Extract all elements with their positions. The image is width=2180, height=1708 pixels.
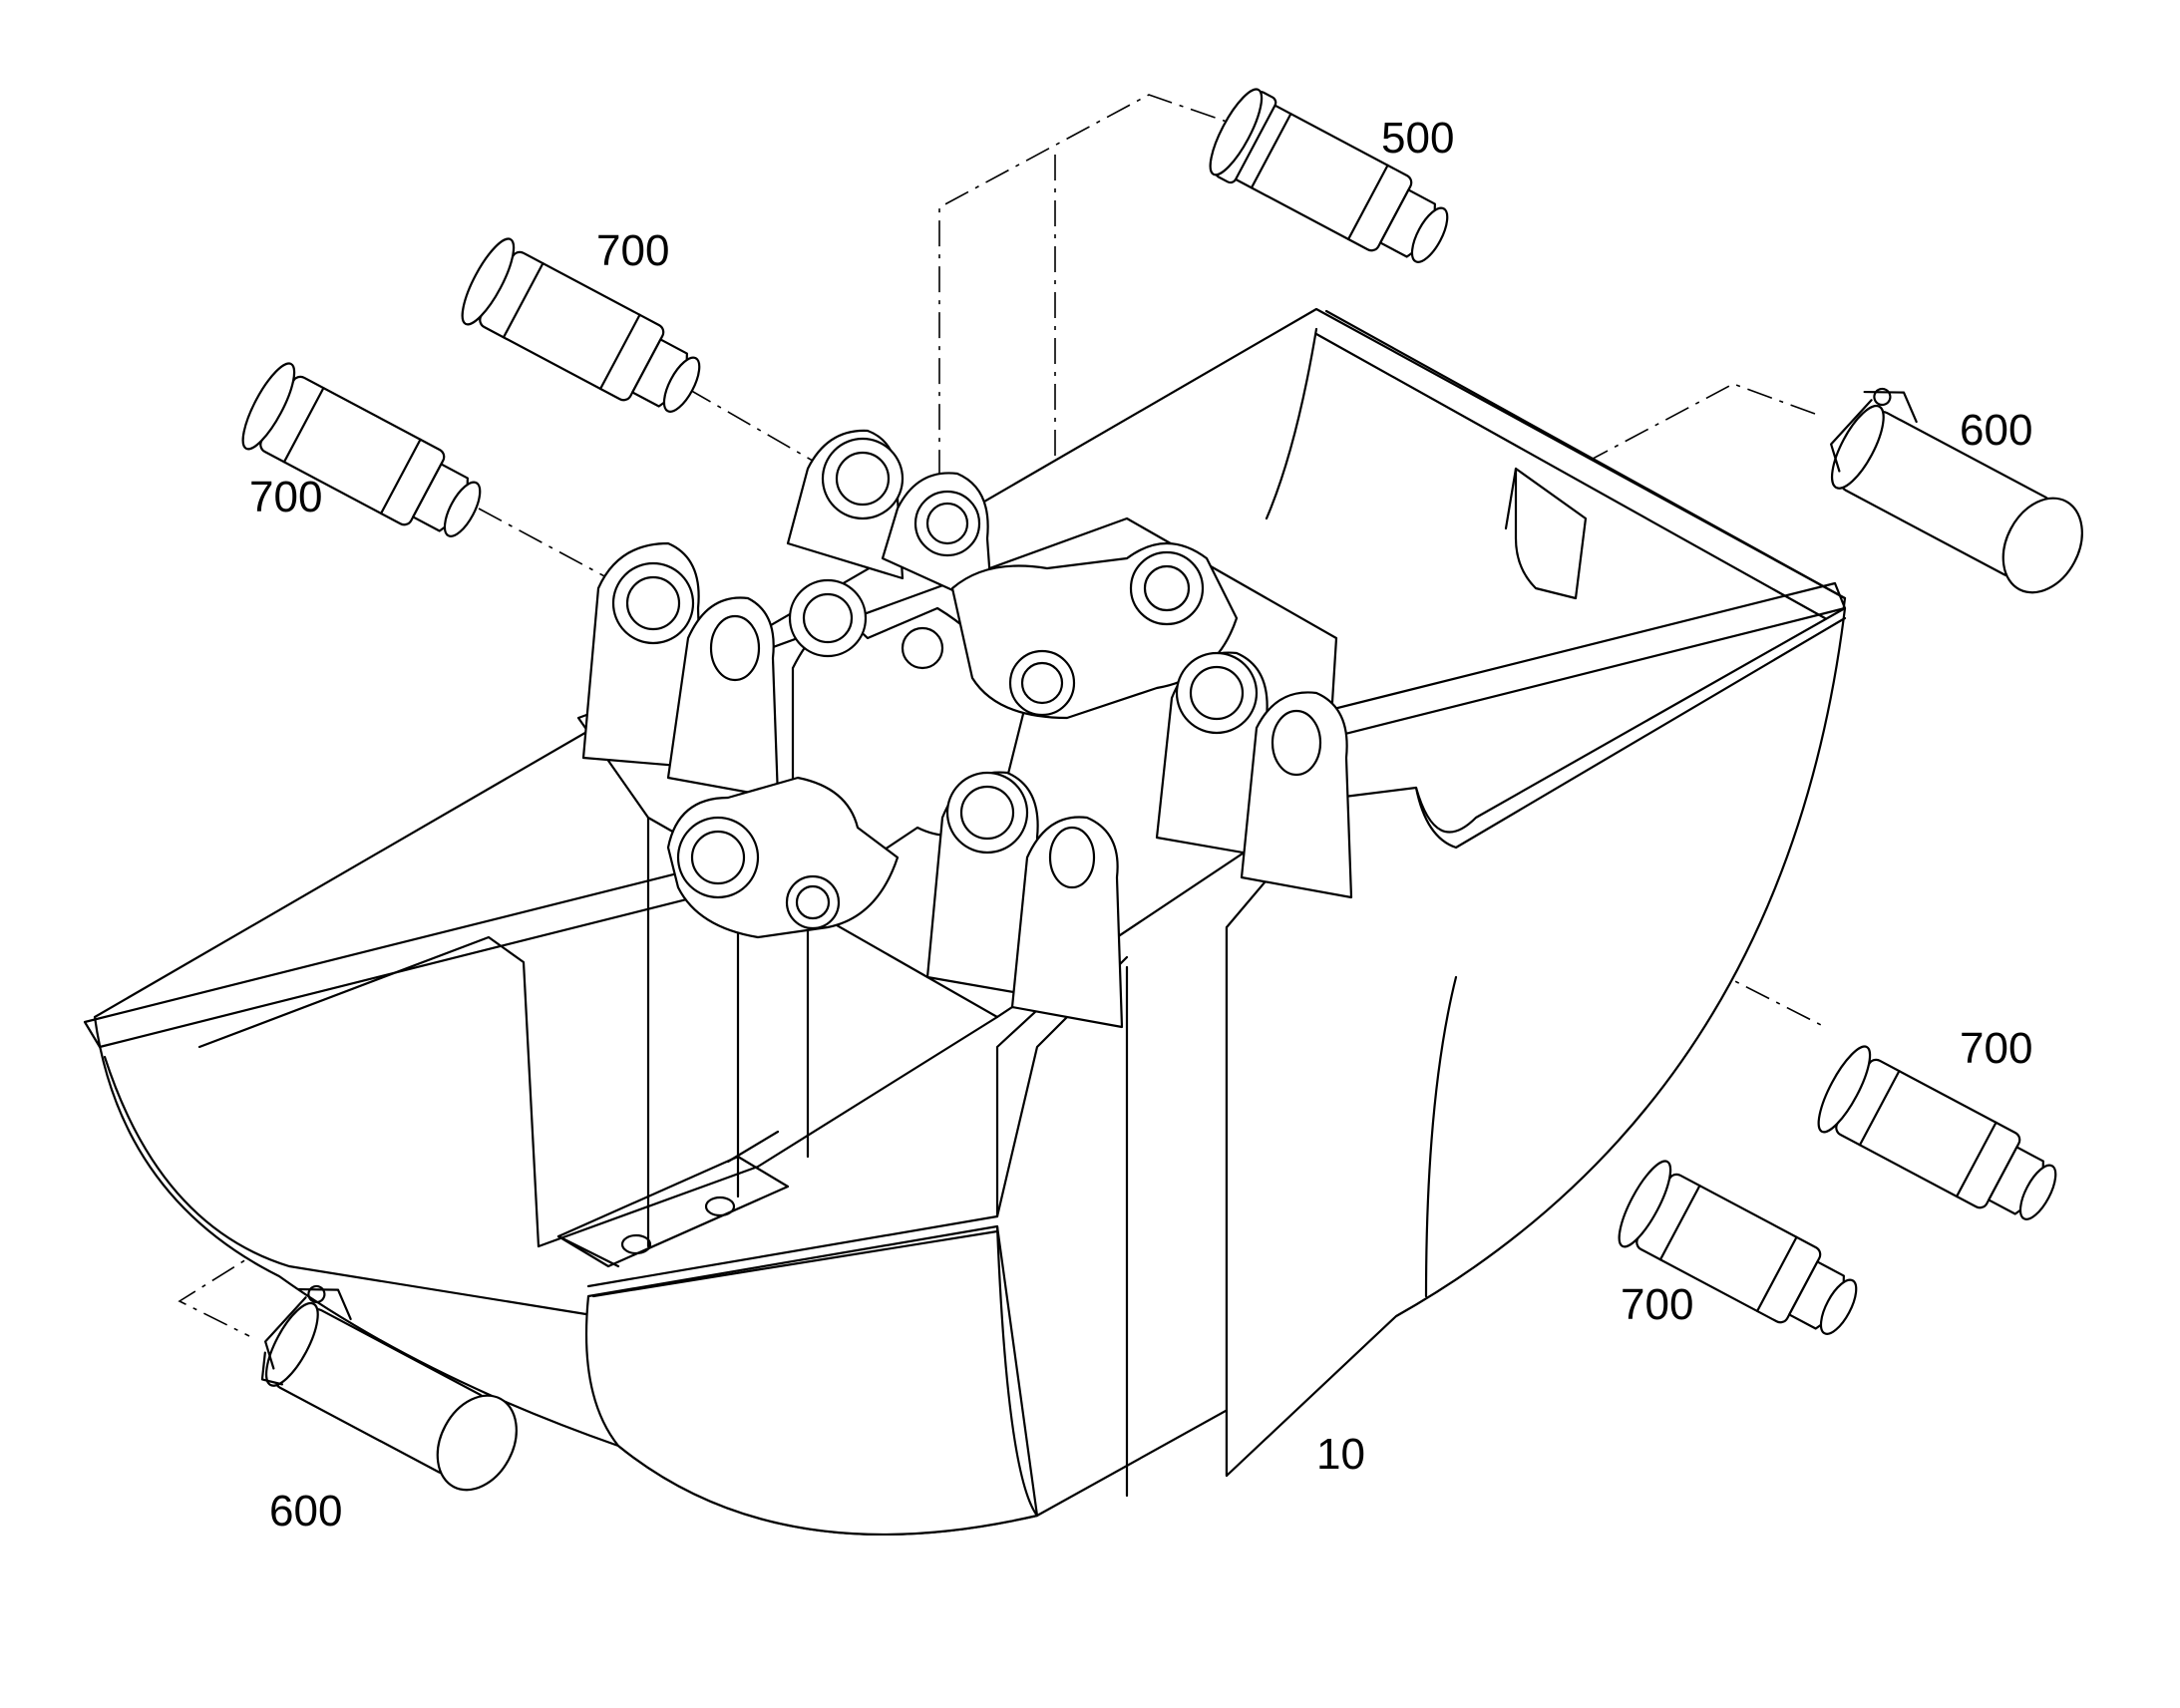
- pin-500: [1209, 88, 1449, 263]
- centerline-top: [938, 94, 1260, 678]
- label-700-right-upper: 700: [1960, 1024, 2032, 1073]
- pin-700-left-lower: [241, 362, 482, 537]
- label-500: 500: [1381, 114, 1454, 163]
- label-600-left-bottom: 600: [269, 1487, 342, 1536]
- label-700-left-upper: 700: [596, 226, 669, 275]
- label-10: 10: [1316, 1430, 1365, 1479]
- label-600-right-top: 600: [1960, 406, 2032, 455]
- reference-labels: 500 700 700 600 700 700 600 10: [249, 114, 2032, 1536]
- mounting-brackets: [576, 429, 1353, 1248]
- pin-600-right-top: [1830, 387, 2083, 594]
- pin-700-right-upper: [1817, 1045, 2057, 1220]
- label-700-left-lower: 700: [249, 473, 322, 521]
- centerline-left-lower: [478, 508, 609, 579]
- label-700-right-lower: 700: [1621, 1280, 1693, 1329]
- pin-700-left-upper: [461, 237, 701, 413]
- pin-600-left-bottom: [260, 1284, 518, 1492]
- pin-700-right-lower: [1618, 1160, 1858, 1335]
- centerline-left-upper: [687, 388, 819, 465]
